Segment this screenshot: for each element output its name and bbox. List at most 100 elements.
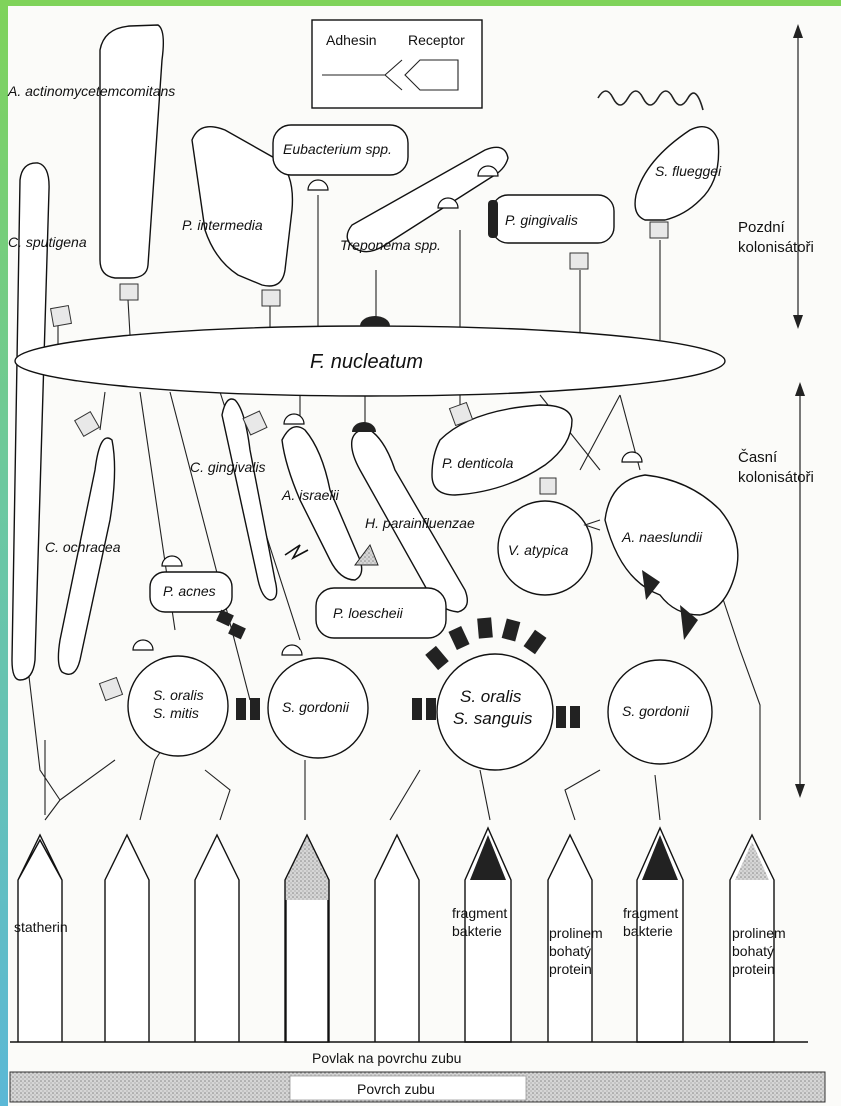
receptor-icon bbox=[583, 519, 601, 531]
p-denticola-cell bbox=[431, 404, 573, 496]
fragment-1-label-b: bakterie bbox=[452, 923, 502, 939]
p-intermedia-label: P. intermedia bbox=[182, 217, 263, 233]
early-colonizers-label-1: Časní bbox=[738, 449, 778, 466]
receptor-icon bbox=[448, 401, 474, 427]
a-actinomycetemcomitans-cell bbox=[99, 24, 165, 279]
prolinem-1-label-a: prolinem bbox=[549, 925, 603, 941]
a-naeslundii-label: A. naeslundii bbox=[621, 529, 703, 545]
adhesin-icon bbox=[360, 316, 390, 326]
statherin-label: statherin bbox=[14, 919, 68, 935]
s-oralis-mitis-label-1: S. oralis bbox=[153, 687, 204, 703]
adhesin-icon bbox=[307, 179, 329, 191]
receptor-icon bbox=[569, 252, 589, 270]
legend-receptor-label: Receptor bbox=[408, 32, 465, 48]
p-acnes-cell bbox=[149, 571, 233, 613]
a-israelii-cell bbox=[281, 426, 363, 581]
receptor-icon bbox=[49, 304, 73, 328]
flagellum bbox=[597, 90, 704, 111]
s-gordonii-left-cell bbox=[267, 657, 369, 759]
fragment-1-label-a: fragment bbox=[452, 905, 507, 921]
p-loescheii-label: P. loescheii bbox=[333, 605, 404, 621]
s-oralis-mitis-cell bbox=[127, 655, 229, 757]
prolinem-2-label-a: prolinem bbox=[732, 925, 786, 941]
c-sputigena-cell bbox=[11, 162, 50, 681]
fragment-2-label-a: fragment bbox=[623, 905, 678, 921]
adhesin-symbol bbox=[322, 59, 403, 91]
s-flueggei-label: S. flueggei bbox=[655, 163, 722, 179]
p-loescheii-cell bbox=[315, 587, 447, 639]
tooth-surface-label: Povrch zubu bbox=[357, 1081, 435, 1097]
receptor-icon bbox=[119, 283, 139, 301]
adhesin-icon bbox=[680, 605, 698, 640]
f-nucleatum-label: F. nucleatum bbox=[310, 351, 423, 373]
adhesin-icon bbox=[228, 622, 246, 640]
late-stage-arrow bbox=[793, 24, 803, 329]
early-stage-arrow bbox=[795, 382, 805, 798]
v-atypica-label: V. atypica bbox=[508, 542, 569, 558]
c-gingivalis-label: C. gingivalis bbox=[190, 459, 265, 475]
treponema-cell bbox=[346, 146, 509, 253]
adhesin-icon bbox=[488, 200, 498, 238]
lightning-icon bbox=[284, 544, 309, 560]
legend-adhesin-label: Adhesin bbox=[326, 32, 377, 48]
c-gingivalis-cell bbox=[221, 398, 278, 601]
a-naeslundii-cell bbox=[604, 474, 739, 616]
s-oralis-mitis-label-2: S. mitis bbox=[153, 705, 199, 721]
c-sputigena-label: C. sputigena bbox=[8, 234, 87, 250]
adhesin-blocks bbox=[236, 617, 580, 728]
eubacterium-label: Eubacterium spp. bbox=[283, 141, 392, 157]
receptor-symbol bbox=[404, 59, 459, 91]
s-gordonii-left-label: S. gordonii bbox=[282, 699, 350, 715]
s-oralis-sanguis-label-2: S. sanguis bbox=[453, 709, 533, 728]
adhesin-icon bbox=[621, 451, 643, 463]
early-colonizers-label-2: kolonisátoři bbox=[738, 469, 814, 486]
prolinem-1-label-b: bohatý bbox=[549, 943, 591, 959]
h-parainfluenzae-label: H. parainfluenzae bbox=[365, 515, 475, 531]
p-gingivalis-label: P. gingivalis bbox=[505, 212, 578, 228]
receptor-icon bbox=[98, 676, 124, 702]
fragment-2-label-b: bakterie bbox=[623, 923, 673, 939]
receptor-icon bbox=[74, 411, 100, 437]
adhesin-icon bbox=[352, 422, 376, 432]
p-acnes-label: P. acnes bbox=[163, 583, 216, 599]
adhesin-icon bbox=[283, 413, 305, 425]
receptor-icon bbox=[539, 477, 557, 495]
receptor-icon bbox=[242, 410, 268, 436]
adhesin-icon bbox=[437, 197, 459, 209]
late-colonizers-label-2: kolonisátoři bbox=[738, 239, 814, 256]
s-oralis-sanguis-label-1: S. oralis bbox=[460, 687, 522, 706]
receptor-icon bbox=[649, 221, 669, 239]
a-actinomycetemcomitans-label: A. actinomycetemcomitans bbox=[7, 83, 175, 99]
s-flueggei-cell bbox=[634, 126, 720, 221]
pellicle-links bbox=[19, 559, 761, 821]
coating-label: Povlak na povrchu zubu bbox=[312, 1050, 461, 1066]
s-gordonii-right-cell bbox=[607, 659, 713, 765]
legend-box: Adhesin Receptor bbox=[311, 19, 483, 109]
a-israelii-label: A. israelii bbox=[281, 487, 340, 503]
p-denticola-label: P. denticola bbox=[442, 455, 514, 471]
eubacterium-cell bbox=[272, 124, 409, 176]
adhesin-icon bbox=[477, 165, 499, 177]
c-ochracea-label: C. ochracea bbox=[45, 539, 121, 555]
adhesin-icon bbox=[216, 609, 234, 627]
statherin-receptor bbox=[17, 833, 63, 1042]
adhesin-icon bbox=[132, 639, 154, 651]
treponema-label: Treponema spp. bbox=[340, 237, 441, 253]
v-atypica-cell bbox=[497, 500, 593, 596]
p-intermedia-cell bbox=[191, 126, 294, 287]
adhesin-icon bbox=[281, 644, 303, 656]
receptor-icon bbox=[261, 289, 281, 307]
receptor-icon bbox=[354, 543, 379, 566]
s-oralis-sanguis-cell bbox=[436, 653, 554, 771]
pellicle-receptors bbox=[17, 826, 775, 1043]
adhesin-icon bbox=[161, 555, 183, 567]
prolinem-2-label-c: protein bbox=[732, 961, 775, 977]
tooth-surface-label-box bbox=[289, 1075, 527, 1101]
late-colonizers-label-1: Pozdní bbox=[738, 219, 786, 236]
prolinem-2-label-b: bohatý bbox=[732, 943, 774, 959]
prolinem-1-label-c: protein bbox=[549, 961, 592, 977]
adhesin-icon bbox=[642, 570, 660, 600]
s-gordonii-right-label: S. gordonii bbox=[622, 703, 690, 719]
c-ochracea-cell bbox=[57, 437, 116, 675]
